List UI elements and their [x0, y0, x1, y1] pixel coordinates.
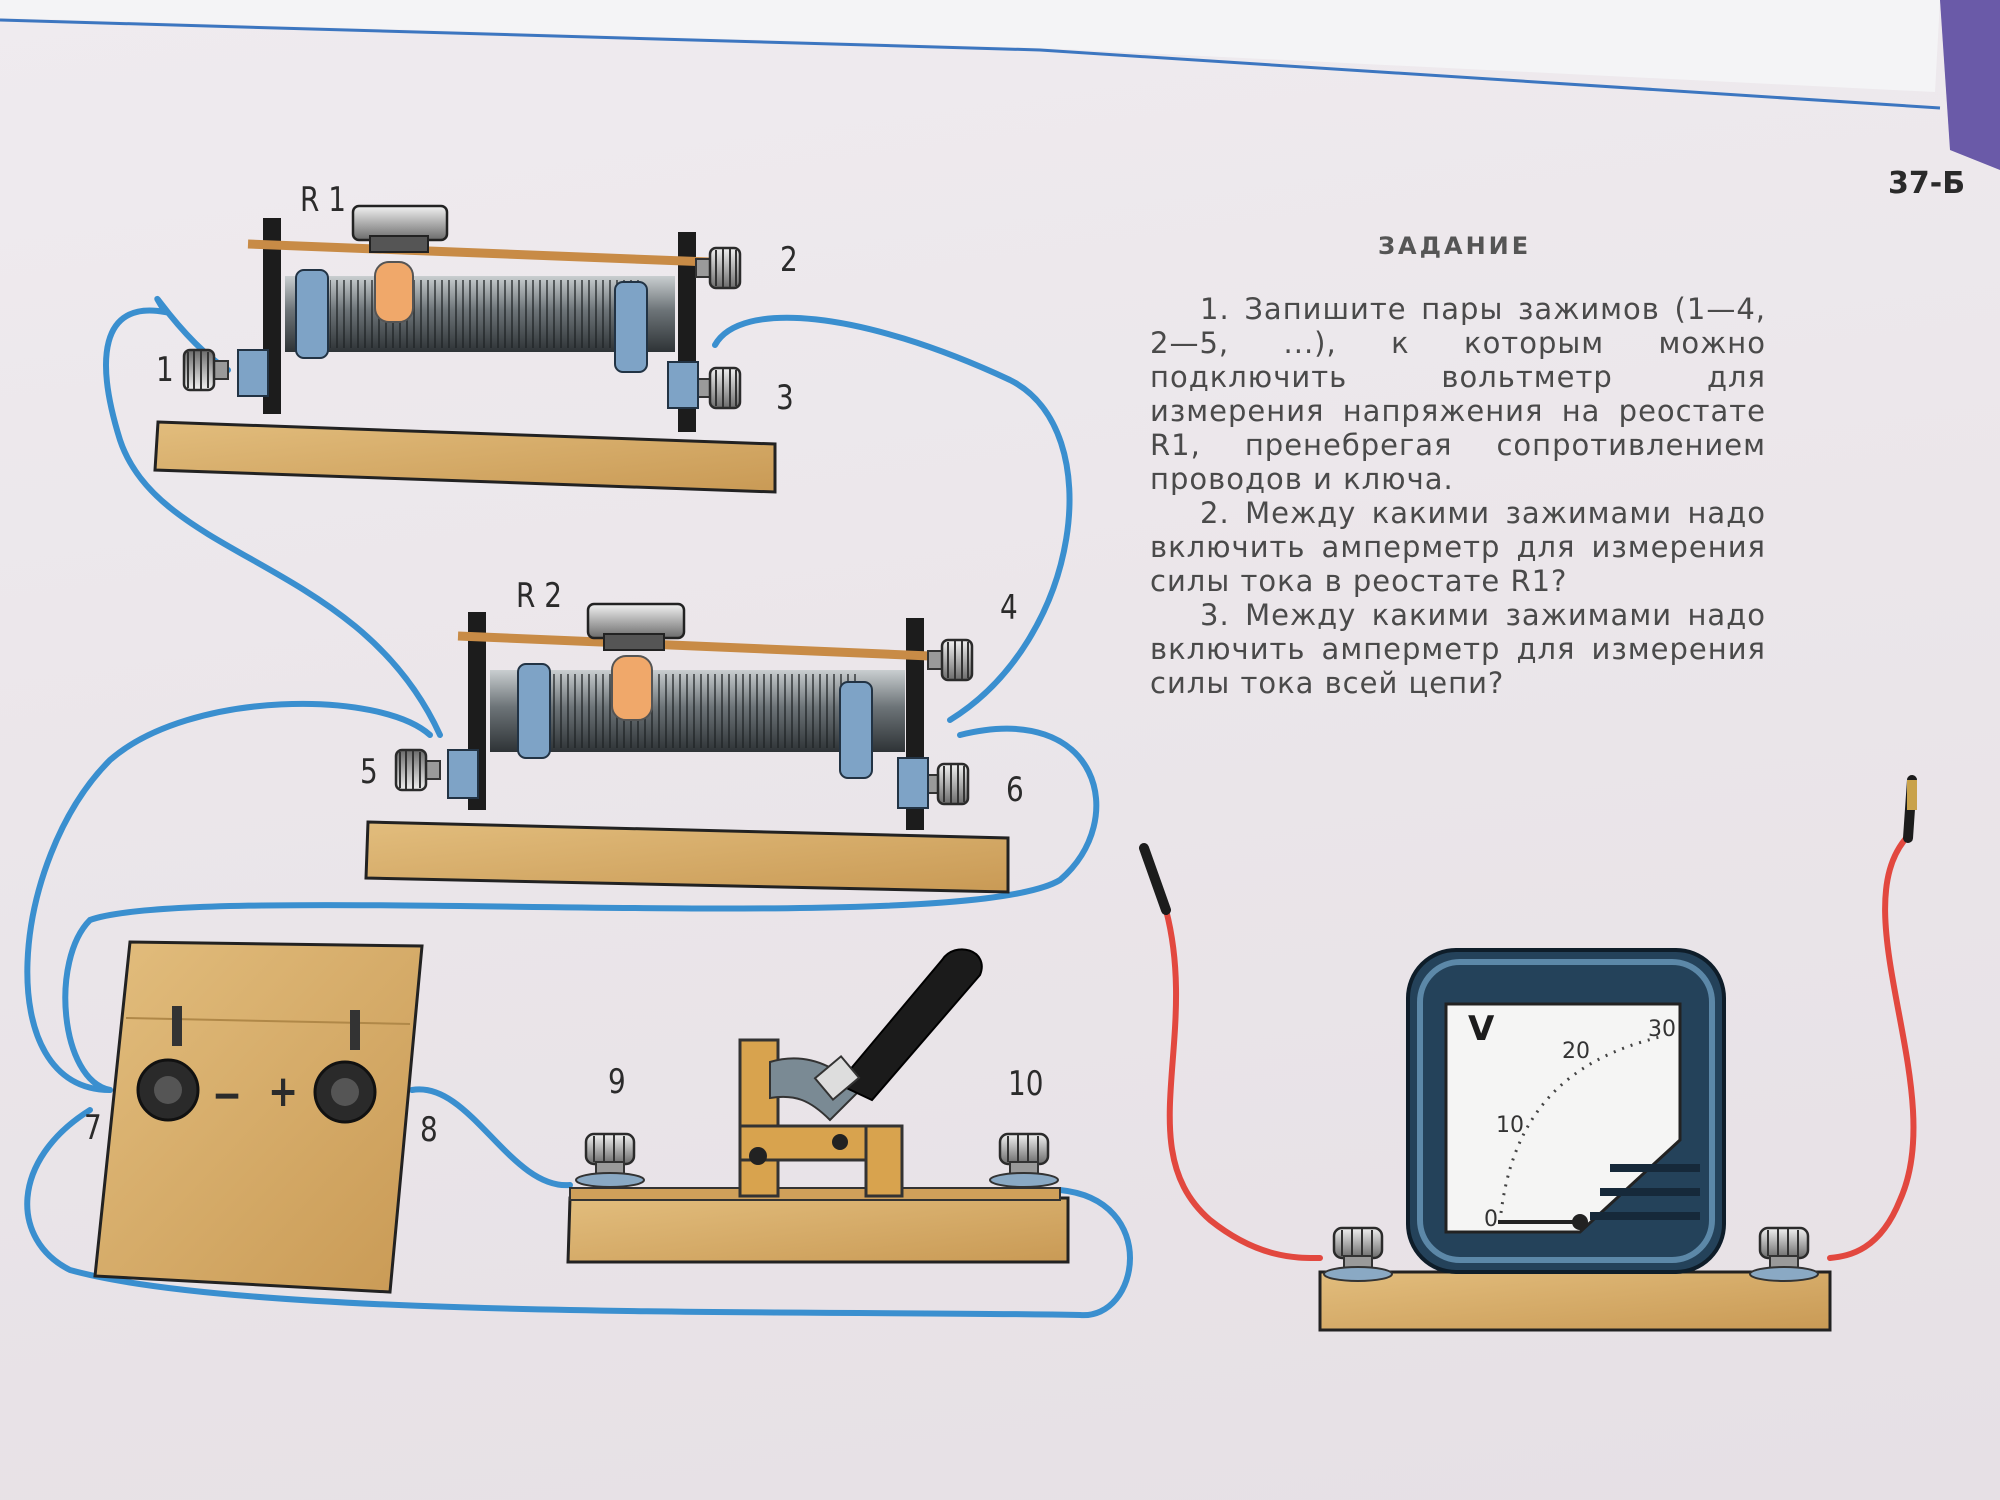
- voltmeter-dial: [1444, 1002, 1682, 1234]
- terminal-9-knob: [574, 1132, 646, 1189]
- battery-positive-core: [331, 1078, 359, 1106]
- book-edge: [0, 0, 1940, 92]
- r2-right-clamp: [839, 681, 873, 779]
- rheostat-r2: [364, 602, 1010, 894]
- label-terminal-4: 4: [1000, 588, 1018, 628]
- label-terminal-10: 10: [1008, 1064, 1044, 1104]
- task-text: 1. Запишите пары зажимов (1—4, 2—5, ...)…: [1150, 292, 1766, 700]
- binder-strip: [1940, 0, 2000, 170]
- r1-right-clip: [667, 361, 699, 409]
- task-item-3: 3. Между какими зажимами надо включить а…: [1150, 598, 1766, 700]
- switch-pivot: [749, 1147, 767, 1165]
- voltmeter-tick-30: 30: [1648, 1017, 1676, 1042]
- terminal-10-knob: [988, 1132, 1060, 1189]
- terminal-3-knob: [694, 366, 742, 410]
- voltmeter-tick-20: 20: [1562, 1039, 1590, 1064]
- voltmeter-scale-arc: [1498, 1034, 1665, 1223]
- label-terminal-6: 6: [1006, 770, 1024, 810]
- rheostat-r1: [153, 204, 777, 494]
- r1-slider-knob: [351, 204, 449, 242]
- r1-slider-rod: [247, 239, 711, 267]
- r1-slider-contact: [374, 261, 414, 323]
- r2-slider-body: [603, 633, 665, 651]
- wire-6-loop: [62, 725, 1100, 1093]
- terminal-4-knob: [926, 638, 974, 682]
- battery-box: [93, 940, 424, 1294]
- label-plus: +: [268, 1066, 299, 1117]
- voltmeter-base: [1318, 1270, 1832, 1332]
- r2-wooden-base: [364, 820, 1010, 894]
- voltmeter-left-terminal: [1322, 1226, 1394, 1283]
- voltmeter-right-terminal: [1748, 1226, 1820, 1283]
- r2-coil-windings: [540, 674, 860, 748]
- page-number: 37-Б: [1888, 166, 1966, 201]
- task-heading: ЗАДАНИЕ: [1378, 232, 1532, 260]
- wire-3-to-4: [712, 314, 1073, 723]
- voltmeter-tick-0: 0: [1484, 1207, 1498, 1232]
- label-terminal-3: 3: [776, 378, 794, 418]
- battery-positive-post: [350, 1010, 360, 1050]
- r1-slider-body: [369, 235, 429, 253]
- r2-slider-knob: [586, 602, 686, 640]
- switch-base: [566, 1196, 1070, 1264]
- switch-rivet: [832, 1134, 848, 1150]
- label-terminal-8: 8: [420, 1110, 438, 1150]
- switch-handle: [836, 948, 983, 1102]
- voltmeter-needle-pivot: [1572, 1214, 1588, 1230]
- battery-negative-core: [154, 1076, 182, 1104]
- r2-left-clamp: [517, 663, 551, 759]
- r1-left-clamp: [295, 269, 329, 359]
- label-r1: R 1: [300, 180, 346, 220]
- terminal-5-knob: [394, 748, 442, 792]
- voltmeter-symbol: V: [1468, 1009, 1495, 1049]
- voltmeter-frame-highlight: [1417, 959, 1715, 1263]
- r2-slider-contact: [611, 655, 653, 721]
- label-terminal-1: 1: [156, 350, 174, 390]
- task-item-1: 1. Запишите пары зажимов (1—4, 2—5, ...)…: [1150, 292, 1766, 496]
- wire-10-loop: [24, 1107, 1133, 1319]
- label-terminal-5: 5: [360, 752, 378, 792]
- red-wire-left: [1163, 907, 1323, 1262]
- r1-right-clamp: [614, 281, 648, 373]
- battery-negative-post: [172, 1006, 182, 1046]
- switch-ferrule: [813, 1054, 861, 1102]
- wire-8-to-9: [409, 1086, 573, 1189]
- label-r2: R 2: [516, 576, 562, 616]
- r1-wooden-base: [153, 420, 777, 494]
- label-minus: −: [212, 1070, 243, 1121]
- red-wires: [1163, 833, 1917, 1262]
- terminal-2-knob: [694, 246, 742, 290]
- blue-wires: [24, 295, 1133, 1319]
- wire-1-to-5: [103, 295, 443, 738]
- voltmeter: V 0 10 20 30: [1318, 948, 1832, 1332]
- r1-left-clip: [237, 349, 269, 397]
- probe-left: [1139, 843, 1171, 915]
- r2-slider-rod: [457, 631, 931, 661]
- label-terminal-9: 9: [608, 1062, 626, 1102]
- r2-right-clip: [897, 757, 929, 809]
- switch-right-bracket: [864, 1124, 904, 1198]
- battery: [93, 940, 424, 1294]
- book-edge-line: [0, 18, 1941, 110]
- switch-plate: [569, 1187, 1061, 1201]
- label-terminal-2: 2: [780, 240, 798, 280]
- task-item-2: 2. Между какими зажимами надо включить а…: [1150, 496, 1766, 598]
- terminal-6-knob: [922, 762, 970, 806]
- wire-5-to-7: [24, 700, 433, 1093]
- label-terminal-7: 7: [84, 1108, 102, 1148]
- terminal-1-knob: [182, 348, 230, 392]
- red-wire-right: [1827, 833, 1917, 1261]
- voltmeter-tick-10: 10: [1496, 1113, 1524, 1138]
- r2-left-clip: [447, 749, 479, 799]
- knife-switch: [566, 948, 1070, 1264]
